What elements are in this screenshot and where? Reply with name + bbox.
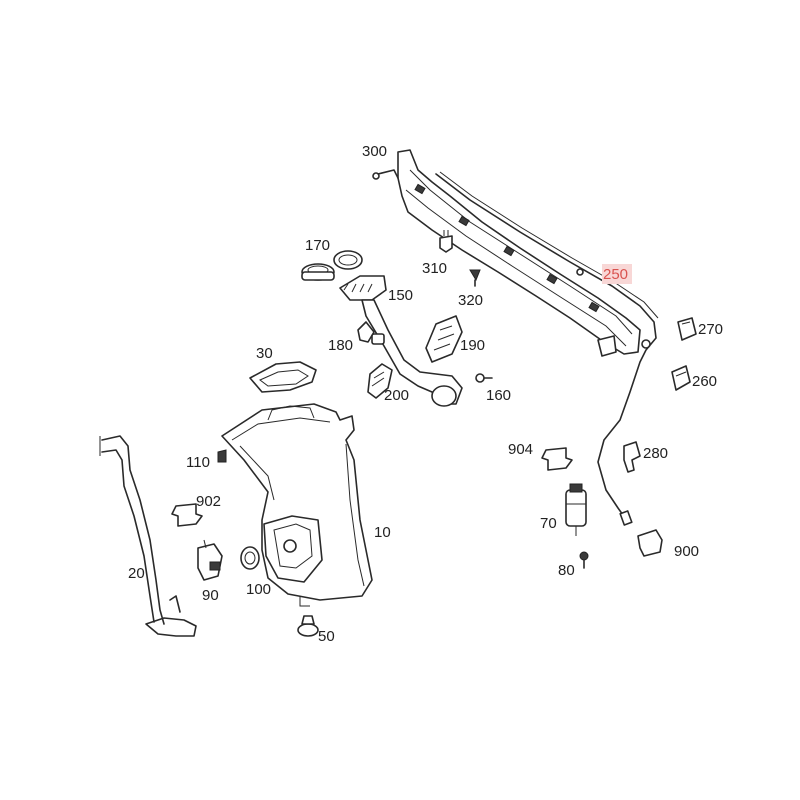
label-300: 300 xyxy=(362,143,387,160)
part-150-filler-neck xyxy=(339,275,463,407)
part-310-clip xyxy=(439,230,453,253)
part-10-reservoir xyxy=(221,403,373,607)
part-70-washer-pump xyxy=(565,483,587,536)
label-90: 90 xyxy=(202,587,219,604)
part-270-clip xyxy=(677,317,697,341)
part-900-connector xyxy=(637,529,663,557)
label-320: 320 xyxy=(458,292,483,309)
part-90-pump xyxy=(197,539,223,581)
part-260-clip xyxy=(671,365,691,391)
part-320-screw xyxy=(469,269,481,287)
part-labels: 300 170 310 320 150 250 270 180 190 30 2… xyxy=(128,143,723,645)
label-80: 80 xyxy=(558,562,575,579)
part-250-washer-hose xyxy=(435,171,659,526)
label-10: 10 xyxy=(374,524,391,541)
label-190: 190 xyxy=(460,337,485,354)
label-30: 30 xyxy=(256,345,273,362)
label-310: 310 xyxy=(422,260,447,277)
part-902-connector xyxy=(171,503,203,527)
label-50: 50 xyxy=(318,628,335,645)
label-110: 110 xyxy=(186,454,210,471)
part-300-cowl-bracket xyxy=(372,149,641,357)
label-20: 20 xyxy=(128,565,145,582)
part-200-bracket xyxy=(367,363,393,399)
label-200: 200 xyxy=(384,387,409,404)
part-180-grommet xyxy=(357,321,385,345)
part-80-grommet xyxy=(579,551,589,569)
label-900: 900 xyxy=(674,543,699,560)
part-110-clip xyxy=(217,449,227,463)
highlight-250 xyxy=(602,264,632,284)
part-20-hose xyxy=(99,435,197,637)
part-100-grommet xyxy=(240,546,260,570)
part-190-seal xyxy=(425,315,463,363)
label-250: 250 xyxy=(603,266,628,283)
label-260: 260 xyxy=(692,373,717,390)
label-170: 170 xyxy=(305,237,330,254)
part-50-cap xyxy=(297,615,319,637)
part-30-cover xyxy=(249,361,317,393)
label-150: 150 xyxy=(388,287,413,304)
label-70: 70 xyxy=(540,515,557,532)
label-902: 902 xyxy=(196,493,221,510)
label-100: 100 xyxy=(246,581,271,598)
part-904-connector xyxy=(541,447,573,471)
label-270: 270 xyxy=(698,321,723,338)
part-170-filler-cap xyxy=(301,250,363,281)
label-280: 280 xyxy=(643,445,668,462)
label-180: 180 xyxy=(328,337,353,354)
label-160: 160 xyxy=(486,387,511,404)
part-280-connector xyxy=(623,441,641,473)
label-904: 904 xyxy=(508,441,533,458)
part-160-screw xyxy=(475,373,493,383)
